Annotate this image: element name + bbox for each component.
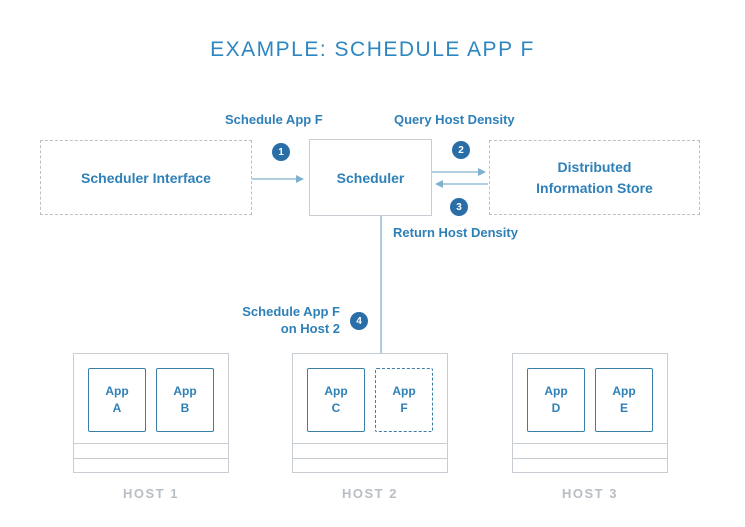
host-divider (513, 443, 667, 444)
host-divider (293, 458, 447, 459)
app-box: App A (88, 368, 146, 432)
label-query-density: Query Host Density (394, 112, 515, 127)
host-1-name: HOST 1 (123, 486, 179, 501)
app-id: C (331, 401, 341, 415)
host-1-box: App A App B (73, 353, 229, 473)
app-id: B (180, 401, 190, 415)
host-2-name: HOST 2 (342, 486, 398, 501)
store-label-line1: Distributed (557, 158, 632, 175)
app-label: App (392, 384, 416, 398)
store-label-line2: Information Store (536, 179, 653, 196)
step-2-badge: 2 (452, 141, 470, 159)
app-id: E (619, 401, 628, 415)
step-4-badge: 4 (350, 312, 368, 330)
app-f-placeholder-box: App F (375, 368, 433, 432)
diagram-title: EXAMPLE: SCHEDULE APP F (210, 38, 535, 61)
app-label: App (324, 384, 348, 398)
label-schedule-on-host-1: Schedule App F (242, 304, 340, 319)
scheduler-box: Scheduler (309, 139, 432, 216)
app-label: App (173, 384, 197, 398)
host-3-box: App D App E (512, 353, 668, 473)
app-label: App (612, 384, 636, 398)
label-schedule-app: Schedule App F (225, 112, 323, 127)
label-schedule-on-host-2: on Host 2 (280, 321, 340, 336)
app-box: App D (527, 368, 585, 432)
step-1-badge: 1 (272, 143, 290, 161)
host-2-box: App C App F (292, 353, 448, 473)
app-id: A (112, 401, 122, 415)
host-3-name: HOST 3 (562, 486, 618, 501)
host-divider (513, 458, 667, 459)
app-label: App (544, 384, 568, 398)
scheduler-interface-label: Scheduler Interface (81, 169, 211, 186)
app-box: App C (307, 368, 365, 432)
host-divider (293, 443, 447, 444)
app-id: D (551, 401, 561, 415)
scheduler-label: Scheduler (336, 169, 405, 186)
information-store-box: Distributed Information Store (489, 140, 700, 215)
app-label: App (105, 384, 129, 398)
app-id: F (400, 401, 408, 415)
scheduler-interface-box: Scheduler Interface (40, 140, 252, 215)
host-divider (74, 443, 228, 444)
label-return-density: Return Host Density (393, 225, 518, 240)
app-box: App E (595, 368, 653, 432)
host-divider (74, 458, 228, 459)
step-3-badge: 3 (450, 198, 468, 216)
app-box: App B (156, 368, 214, 432)
